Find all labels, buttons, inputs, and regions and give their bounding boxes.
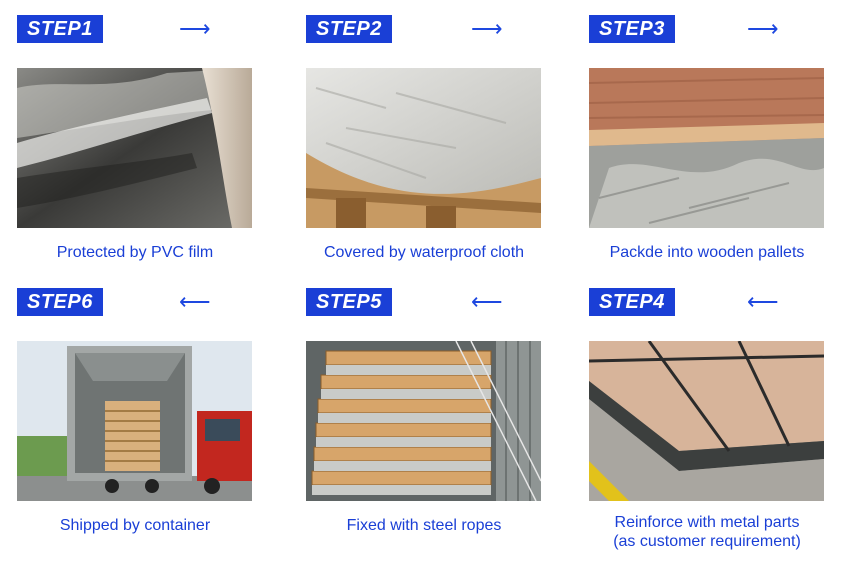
caption-line-1: Shipped by container — [59, 517, 211, 534]
caption-line-1: Covered by waterproof cloth — [323, 244, 525, 261]
caption-line-1: Fixed with steel ropes — [346, 517, 502, 534]
step-caption: Reinforce with metal parts (as customer … — [579, 513, 835, 551]
wooden-pallet-photo — [589, 68, 824, 228]
step-badge: STEP1 — [17, 15, 103, 43]
caption-line-2: (as customer requirement) — [613, 533, 801, 550]
step-caption: Packde into wooden pallets — [579, 243, 835, 262]
step-badge: STEP4 — [589, 288, 675, 316]
arrow-right-icon: ⟶ — [471, 16, 503, 41]
step-badge: STEP6 — [17, 288, 103, 316]
arrow-left-icon: ⟵ — [471, 289, 503, 314]
metal-parts-photo — [589, 341, 824, 501]
caption-line-1: Packde into wooden pallets — [609, 244, 805, 261]
steel-ropes-photo — [306, 341, 541, 501]
arrow-right-icon: ⟶ — [179, 16, 211, 41]
step-badge: STEP5 — [306, 288, 392, 316]
step-caption: Fixed with steel ropes — [296, 516, 552, 535]
step-caption: Covered by waterproof cloth — [296, 243, 552, 262]
pvc-film-photo — [17, 68, 252, 228]
caption-line-1: Protected by PVC film — [56, 244, 214, 261]
step-badge: STEP3 — [589, 15, 675, 43]
step-caption: Protected by PVC film — [7, 243, 263, 262]
step-caption: Shipped by container — [7, 516, 263, 535]
step-badge: STEP2 — [306, 15, 392, 43]
arrow-right-icon: ⟶ — [747, 16, 779, 41]
caption-line-1: Reinforce with metal parts — [614, 514, 800, 531]
arrow-left-icon: ⟵ — [747, 289, 779, 314]
container-truck-photo — [17, 341, 252, 501]
arrow-left-icon: ⟵ — [179, 289, 211, 314]
waterproof-cloth-photo — [306, 68, 541, 228]
